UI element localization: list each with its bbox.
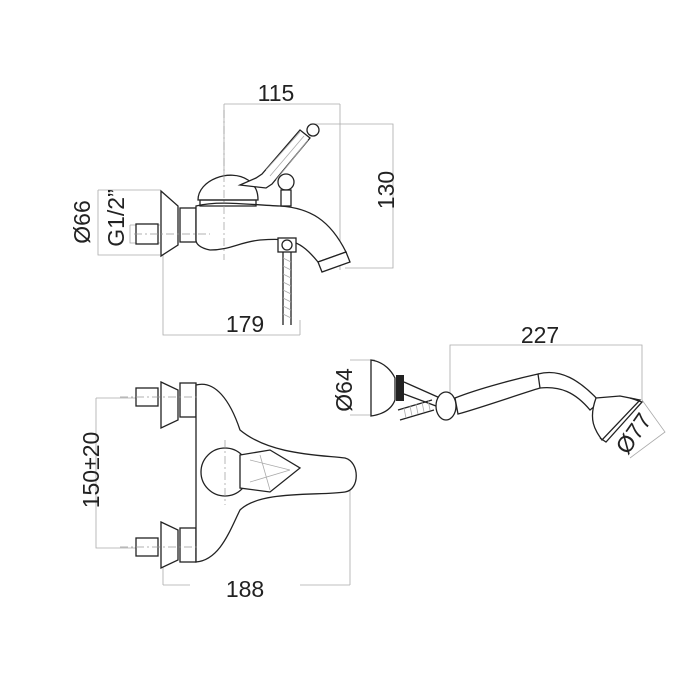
dim-top-depth: 179 (226, 311, 264, 337)
dim-centers: 150±20 (78, 432, 104, 509)
side-view-mixer (97, 103, 394, 336)
dim-top-height: 130 (373, 171, 399, 209)
dim-inlet-diameter: Ø66 (69, 200, 95, 243)
dim-shower-length: 227 (521, 322, 559, 348)
dim-front-width: 188 (226, 576, 264, 602)
dim-top-width: 115 (258, 80, 295, 106)
hand-shower (350, 344, 666, 459)
dim-holder-diameter: Ø64 (331, 368, 357, 412)
dim-thread: G1/2” (103, 189, 129, 247)
front-view-mixer (95, 380, 357, 586)
